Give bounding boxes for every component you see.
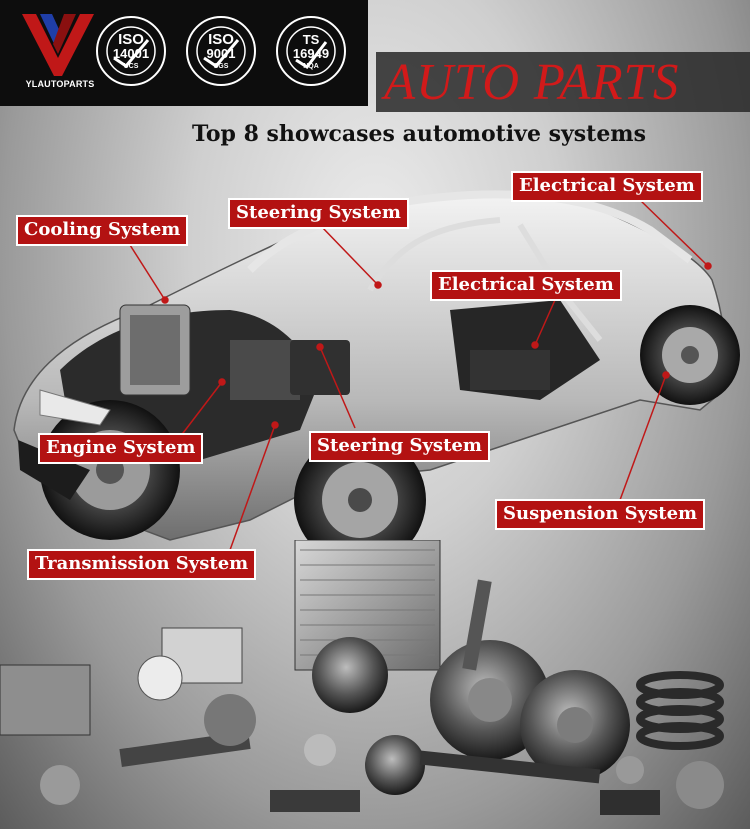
brand-title-banner: AUTO PARTS: [376, 52, 750, 112]
label-engine-system: Engine System: [38, 433, 204, 464]
cert-number: 9001: [206, 46, 236, 61]
parts-pile-image: [0, 540, 724, 815]
cert-number: 14001: [112, 46, 150, 61]
logo-text: YLAUTOPARTS: [25, 79, 95, 89]
cert-top: ISO: [118, 31, 144, 48]
header-bar: YLAUTOPARTS ISO 14001 UCS ISO 9001 SGS: [0, 0, 368, 106]
cert-top: ISO: [208, 31, 234, 48]
ts16949-seal-icon: TS 16949 NQA: [274, 14, 348, 88]
label-cooling-system: Cooling System: [16, 215, 189, 246]
label-electrical-system-mid: Electrical System: [430, 270, 622, 301]
cert-bottom: UCS: [123, 63, 139, 70]
label-steering-system-mid: Steering System: [309, 431, 490, 462]
cert-bottom: SGS: [213, 63, 229, 70]
label-suspension-system: Suspension System: [495, 499, 706, 530]
label-electrical-system-top: Electrical System: [511, 171, 703, 202]
page-subtitle: Top 8 showcases automotive systems: [192, 121, 646, 147]
iso14001-seal-icon: ISO 14001 UCS: [94, 14, 168, 88]
yl-logo-icon: [22, 14, 94, 76]
cert-number: 16949: [292, 45, 330, 61]
label-steering-system-top: Steering System: [228, 198, 409, 229]
cert-top: TS: [302, 31, 320, 47]
iso9001-seal-icon: ISO 9001 SGS: [184, 14, 258, 88]
cert-bottom: NQA: [303, 62, 319, 70]
brand-title: AUTO PARTS: [384, 54, 680, 111]
label-transmission-system: Transmission System: [27, 549, 257, 580]
